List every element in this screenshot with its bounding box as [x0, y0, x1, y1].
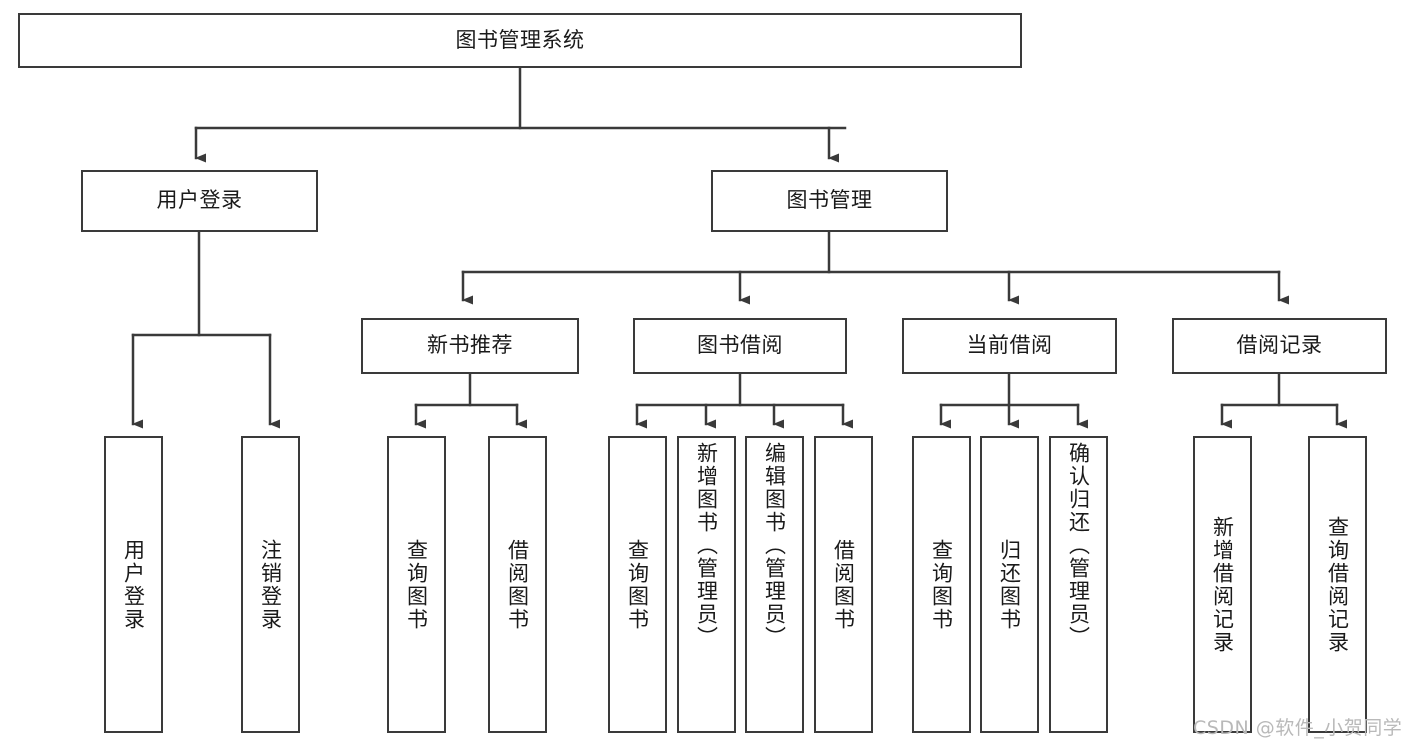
node-current-borrow[interactable]: 当前借阅 — [902, 318, 1117, 374]
leaf-user-login-signout[interactable]: 注销登录 — [241, 436, 300, 733]
csdn-watermark: CSDN @软件_小贺同学 — [1193, 717, 1403, 739]
node-new-book-recommend-label: 新书推荐 — [427, 333, 513, 358]
leaf-borrow-record-query[interactable]: 查询借阅记录 — [1308, 436, 1367, 733]
leaf-new-book-borrow-label: 借阅图书 — [505, 538, 530, 631]
node-book-borrow-label: 图书借阅 — [697, 333, 783, 358]
leaf-new-book-borrow[interactable]: 借阅图书 — [488, 436, 547, 733]
leaf-book-borrow-borrow-label: 借阅图书 — [831, 538, 856, 631]
leaf-book-borrow-query[interactable]: 查询图书 — [608, 436, 667, 733]
leaf-current-borrow-query-label: 查询图书 — [929, 538, 954, 631]
node-new-book-recommend[interactable]: 新书推荐 — [361, 318, 579, 374]
leaf-borrow-record-query-label: 查询借阅记录 — [1325, 515, 1350, 654]
node-book-borrow[interactable]: 图书借阅 — [633, 318, 847, 374]
node-user-login[interactable]: 用户登录 — [81, 170, 318, 232]
leaf-user-login-signout-label: 注销登录 — [258, 538, 283, 631]
leaf-book-borrow-borrow[interactable]: 借阅图书 — [814, 436, 873, 733]
leaf-book-borrow-edit-label: 编辑图书（管理员） — [762, 442, 787, 649]
leaf-current-borrow-return-label: 归还图书 — [997, 538, 1022, 631]
leaf-current-borrow-confirm[interactable]: 确认归还（管理员） — [1049, 436, 1108, 733]
leaf-new-book-query[interactable]: 查询图书 — [387, 436, 446, 733]
node-root-system-label: 图书管理系统 — [455, 27, 585, 52]
leaf-user-login-signin[interactable]: 用户登录 — [104, 436, 163, 733]
leaf-borrow-record-add[interactable]: 新增借阅记录 — [1193, 436, 1252, 733]
node-book-management[interactable]: 图书管理 — [711, 170, 948, 232]
leaf-current-borrow-confirm-label: 确认归还（管理员） — [1066, 442, 1091, 649]
leaf-book-borrow-add-label: 新增图书（管理员） — [694, 442, 719, 649]
node-borrow-record-label: 借阅记录 — [1236, 333, 1323, 358]
leaf-current-borrow-query[interactable]: 查询图书 — [912, 436, 971, 733]
node-book-management-label: 图书管理 — [786, 188, 873, 213]
leaf-user-login-signin-label: 用户登录 — [121, 538, 146, 631]
node-root-system[interactable]: 图书管理系统 — [18, 13, 1022, 68]
leaf-new-book-query-label: 查询图书 — [404, 538, 429, 631]
leaf-book-borrow-query-label: 查询图书 — [625, 538, 650, 631]
node-user-login-label: 用户登录 — [156, 188, 243, 213]
leaf-book-borrow-edit[interactable]: 编辑图书（管理员） — [745, 436, 804, 733]
node-borrow-record[interactable]: 借阅记录 — [1172, 318, 1387, 374]
leaf-borrow-record-add-label: 新增借阅记录 — [1210, 515, 1235, 654]
leaf-current-borrow-return[interactable]: 归还图书 — [980, 436, 1039, 733]
leaf-book-borrow-add[interactable]: 新增图书（管理员） — [677, 436, 736, 733]
node-current-borrow-label: 当前借阅 — [966, 333, 1053, 358]
